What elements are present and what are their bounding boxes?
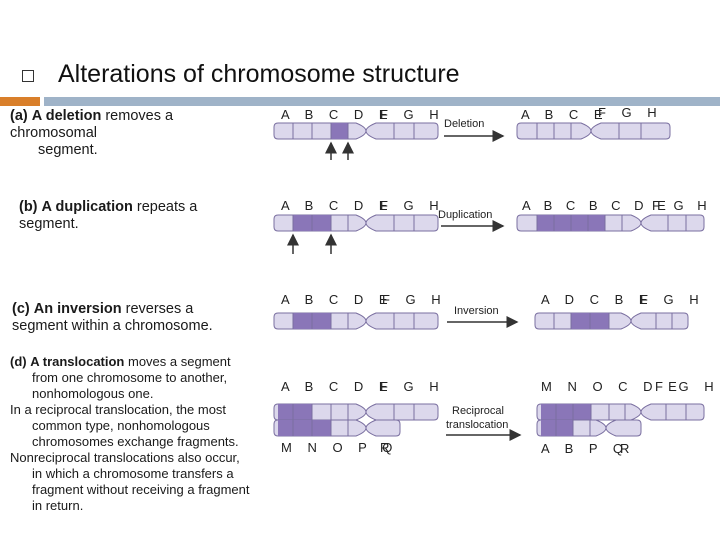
duplication-line2: segment. [19,216,79,232]
inversion-after-letters: A D C B E [541,292,654,307]
reciprocal-line: In a reciprocal translocation, the most [10,402,227,417]
duplication-after-letters: A B C B C D E [522,198,671,213]
nonreciprocal-line: in return. [32,498,84,513]
inversion-after-letters-right: F G H [640,292,705,307]
translocation-bottom-before-letters-right: R [380,440,395,455]
translocation-top-after-letters: M N O C D E [541,379,683,394]
deletion-after-letters: A B C E [521,107,609,122]
title-rule [0,97,720,106]
inversion-after-chromosome [534,312,689,330]
deletion-line3: segment. [38,142,98,158]
slide-title: Alterations of chromosome structure [58,60,460,88]
translocation-top-before-letters-right: F G H [380,379,445,394]
nonreciprocal-line: Nonreciprocal translocations also occur, [10,450,240,465]
translocation-line: from one chromosome to another, [32,370,228,385]
translocation-top-before-chromosome [273,403,439,421]
inversion-label: (c) [12,301,30,317]
inversion-before-letters: A B C D E [281,292,394,307]
duplication-text: repeats a [132,199,198,215]
deletion-after-chromosome [516,122,671,140]
reciprocal-process-label: Reciprocal [452,405,504,417]
deletion-before-letters: A B C D E [281,107,394,122]
duplication-after-letters-right: F G H [652,198,712,213]
inversion-before-chromosome [273,312,439,330]
nonreciprocal-line: fragment without receiving a fragment [32,482,250,497]
deletion-line2: chromosomal [10,125,98,141]
translocation-bottom-after-chromosome [536,419,642,437]
deletion-after-letters-right: F G H [598,105,663,120]
translocation-top-before-letters: A B C D E [281,379,394,394]
translocation-text: moves a segment [124,354,231,369]
deletion-term: A deletion [31,108,102,124]
duplication-label: (b) [19,199,38,215]
inversion-description: (c) An inversion reverses a segment with… [12,301,267,335]
translocation-bottom-before-chromosome [273,419,401,437]
inversion-before-letters-right: F G H [382,292,447,307]
deletion-process-label: Deletion [444,118,484,130]
duplication-before-letters: A B C D E [281,198,394,213]
translocation-top-after-letters-right: F G H [655,379,720,394]
reciprocal-line: chromosomes exchange fragments. [32,434,239,449]
deletion-label: (a) [10,108,28,124]
translocation-bottom-after-letters: A B P Q [541,441,629,456]
duplication-after-chromosome [516,214,705,232]
inversion-line2: segment within a chromosome. [12,318,213,334]
nonreciprocal-line: in which a chromosome transfers a [32,466,234,481]
deletion-before-letters-right: F G H [380,107,445,122]
duplication-before-chromosome [273,214,439,232]
inversion-process-label: Inversion [454,305,499,317]
title-rule-gap [40,95,44,108]
title-rule-accent [0,97,40,106]
duplication-before-letters-right: F G H [380,198,445,213]
translocation-top-after-chromosome [536,403,705,421]
deletion-description: (a) A deletion removes a chromosomal seg… [10,108,260,159]
bullet-square-icon [22,70,34,82]
translocation-description: (d) A translocation moves a segment from… [10,354,272,514]
deletion-before-chromosome [273,122,439,140]
duplication-term: A duplication [41,199,133,215]
inversion-text: reverses a [121,301,194,317]
duplication-description: (b) A duplication repeats a segment. [19,199,269,233]
translocation-term: A translocation [30,354,125,369]
deletion-text: removes a [101,108,174,124]
reciprocal-process-label-line2: translocation [446,419,508,431]
translocation-bottom-before-letters: M N O P Q [281,440,398,455]
translocation-line: nonhomologous one. [32,386,154,401]
translocation-label: (d) [10,354,27,369]
reciprocal-line: common type, nonhomologous [32,418,210,433]
duplication-process-label: Duplication [438,209,492,221]
inversion-term: An inversion [33,301,122,317]
translocation-bottom-after-letters-right: R [620,441,635,456]
